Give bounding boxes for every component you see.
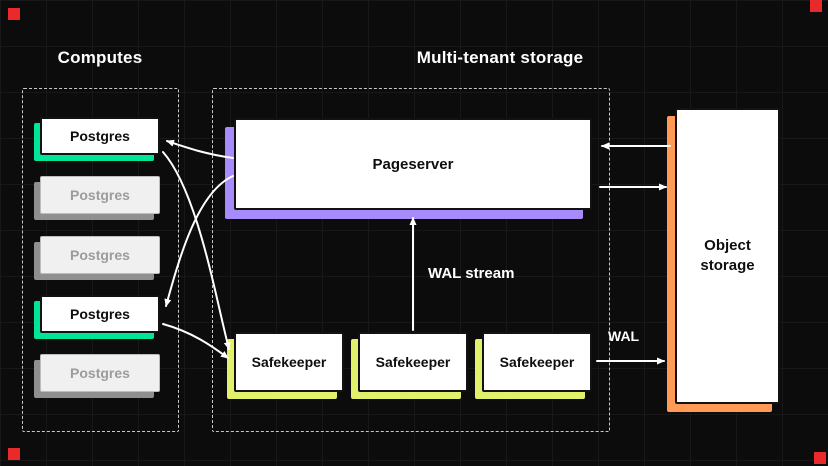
postgres-card-inactive: Postgres	[40, 176, 160, 214]
pageserver-box: Pageserver	[234, 118, 592, 210]
object-storage-box: Object storage	[675, 108, 780, 404]
corner-marker	[810, 0, 822, 12]
corner-marker	[8, 8, 20, 20]
computes-heading: Computes	[57, 48, 143, 67]
corner-marker	[8, 448, 20, 460]
postgres-card-inactive: Postgres	[40, 354, 160, 392]
wal-stream-label: WAL stream	[428, 265, 515, 282]
storage-heading: Multi-tenant storage	[416, 48, 584, 67]
wal-label: WAL	[608, 328, 640, 344]
safekeeper-box: Safekeeper	[234, 332, 344, 392]
corner-marker	[814, 452, 826, 464]
postgres-card-inactive: Postgres	[40, 236, 160, 274]
safekeeper-box: Safekeeper	[358, 332, 468, 392]
postgres-card-active: Postgres	[40, 117, 160, 155]
postgres-card-active: Postgres	[40, 295, 160, 333]
safekeeper-box: Safekeeper	[482, 332, 592, 392]
